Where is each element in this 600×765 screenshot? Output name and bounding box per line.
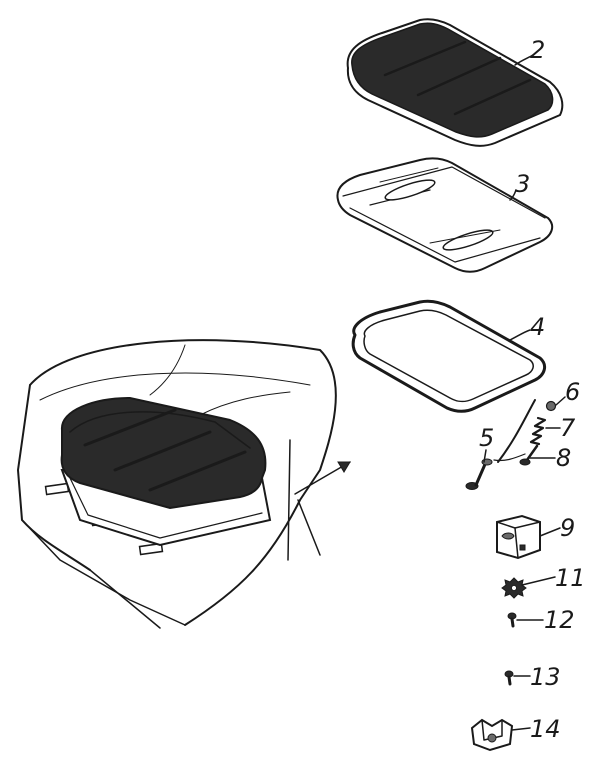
callout-9: 9 — [560, 514, 575, 542]
part-13-bolt — [504, 670, 514, 686]
part-7-spring — [529, 416, 547, 446]
callout-14: 14 — [530, 715, 561, 743]
part-2-hatch-cover — [346, 18, 564, 147]
callout-2: 2 — [530, 36, 545, 64]
installed-hatch — [60, 396, 272, 547]
callout-4: 4 — [530, 313, 545, 341]
callout-13: 13 — [530, 663, 561, 691]
part-6-nut — [545, 400, 557, 412]
callout-8: 8 — [556, 444, 571, 472]
part-3-inner-panel — [336, 157, 554, 273]
section-arrow — [287, 439, 351, 561]
part-11-washer — [501, 577, 527, 599]
part-9-bracket — [496, 514, 541, 560]
part-8-screw — [519, 444, 539, 466]
panel-slot-top — [384, 179, 436, 201]
roof-slot-1 — [44, 482, 70, 496]
part-5-bolt — [465, 458, 493, 490]
part-4-seal — [351, 299, 547, 413]
part-12-bolt — [507, 612, 517, 628]
callout-labels: 2 3 4 5 6 7 8 9 11 12 13 14 — [479, 36, 586, 743]
callout-7: 7 — [560, 414, 576, 442]
panel-slot-bottom — [442, 229, 494, 251]
callout-6: 6 — [565, 378, 580, 406]
part-14-clip — [470, 718, 514, 752]
callout-5: 5 — [479, 424, 494, 452]
leader-lines — [483, 54, 566, 731]
callout-12: 12 — [544, 606, 575, 634]
callout-11: 11 — [555, 564, 586, 592]
callout-3: 3 — [515, 170, 530, 198]
roof-slot-3 — [138, 542, 164, 556]
rod — [493, 399, 536, 463]
